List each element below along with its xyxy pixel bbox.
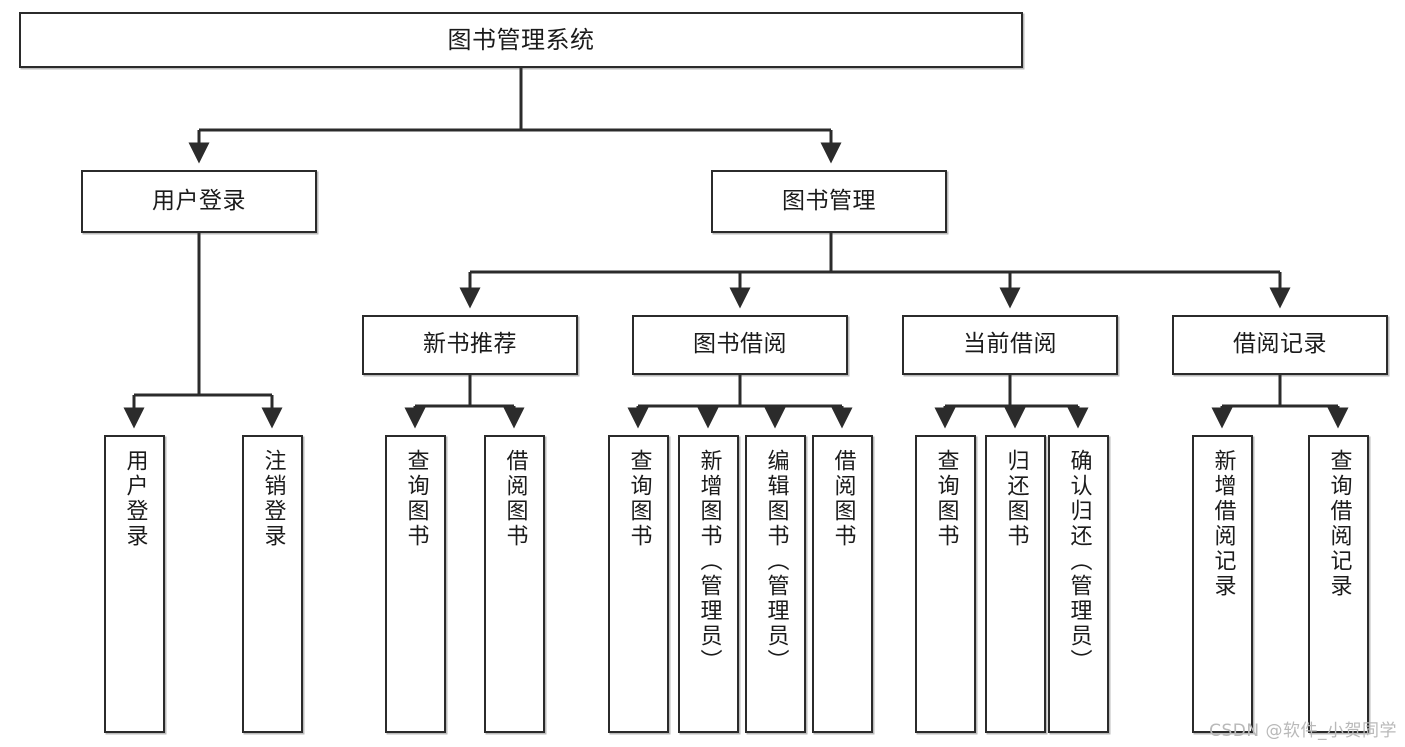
node-label: 查询借阅记录 <box>1326 449 1352 599</box>
leaf-query-book-new[interactable]: 查询图书 <box>385 435 446 733</box>
watermark: CSDN @软件_小贺同学 <box>1209 721 1397 741</box>
leaf-borrow-book[interactable]: 借阅图书 <box>812 435 873 733</box>
node-label: 借阅图书 <box>830 449 856 549</box>
node-label: 查询图书 <box>933 449 959 549</box>
node-label: 图书管理 <box>782 187 876 214</box>
node-current-borrow[interactable]: 当前借阅 <box>902 315 1118 375</box>
leaf-add-book-admin[interactable]: 新增图书（管理员） <box>678 435 739 733</box>
node-borrow-records[interactable]: 借阅记录 <box>1172 315 1388 375</box>
node-label: 查询图书 <box>403 449 429 549</box>
leaf-query-book-borrow[interactable]: 查询图书 <box>608 435 669 733</box>
leaf-user-login[interactable]: 用户登录 <box>104 435 165 733</box>
node-label: 编辑图书（管理员） <box>763 449 789 674</box>
leaf-borrow-book-new[interactable]: 借阅图书 <box>484 435 545 733</box>
node-label: 当前借阅 <box>963 331 1057 358</box>
node-label: 新书推荐 <box>423 331 517 358</box>
node-label: 用户登录 <box>122 449 148 549</box>
node-new-book-recommendation[interactable]: 新书推荐 <box>362 315 578 375</box>
node-label: 用户登录 <box>152 187 246 214</box>
node-label: 借阅记录 <box>1233 331 1327 358</box>
node-label: 图书借阅 <box>693 331 787 358</box>
node-root-system[interactable]: 图书管理系统 <box>19 12 1023 68</box>
leaf-query-borrow-record[interactable]: 查询借阅记录 <box>1308 435 1369 733</box>
node-label: 新增图书（管理员） <box>696 449 722 674</box>
leaf-logout[interactable]: 注销登录 <box>242 435 303 733</box>
node-label: 借阅图书 <box>502 449 528 549</box>
leaf-confirm-return-admin[interactable]: 确认归还（管理员） <box>1048 435 1109 733</box>
leaf-return-book[interactable]: 归还图书 <box>985 435 1046 733</box>
leaf-query-book-current[interactable]: 查询图书 <box>915 435 976 733</box>
leaf-add-borrow-record[interactable]: 新增借阅记录 <box>1192 435 1253 733</box>
node-label: 注销登录 <box>260 449 286 549</box>
node-book-management[interactable]: 图书管理 <box>711 170 947 233</box>
leaf-edit-book-admin[interactable]: 编辑图书（管理员） <box>745 435 806 733</box>
node-label: 确认归还（管理员） <box>1066 449 1092 674</box>
node-book-borrow[interactable]: 图书借阅 <box>632 315 848 375</box>
node-label: 图书管理系统 <box>447 25 595 54</box>
node-label: 归还图书 <box>1003 449 1029 549</box>
node-label: 查询图书 <box>626 449 652 549</box>
node-user-login[interactable]: 用户登录 <box>81 170 317 233</box>
node-label: 新增借阅记录 <box>1210 449 1236 599</box>
